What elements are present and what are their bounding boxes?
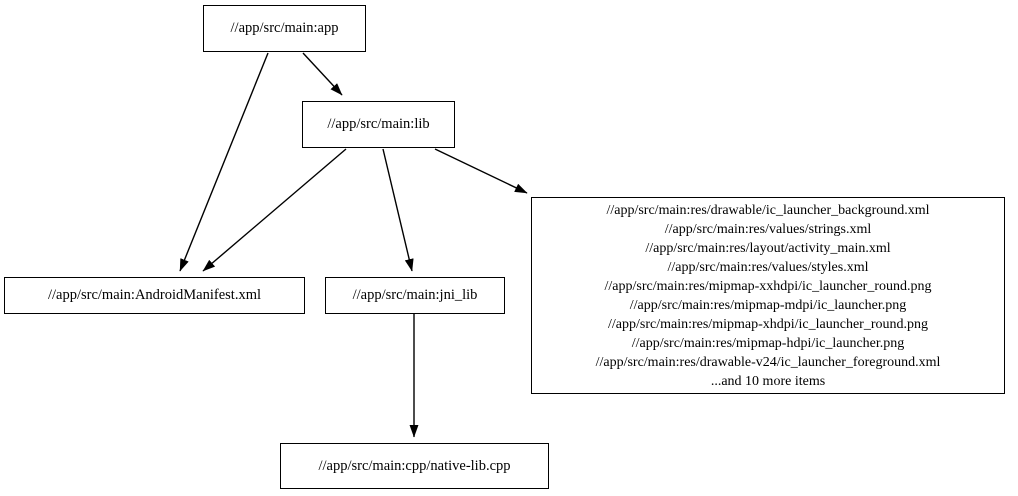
graph-node-jni_lib[interactable]: //app/src/main:jni_lib	[325, 277, 505, 314]
graph-edge-app-to-androidmanifest	[179, 52, 269, 272]
graph-node-label-lib: //app/src/main:lib	[327, 116, 430, 132]
graph-node-res_files[interactable]: //app/src/main:res/drawable/ic_launcher_…	[531, 197, 1005, 394]
graph-node-label-res_files: //app/src/main:res/drawable/ic_launcher_…	[595, 202, 941, 389]
graph-edge-app-to-lib	[302, 52, 343, 96]
graph-edge-lib-to-res-files	[434, 148, 528, 194]
graph-node-androidmanifest[interactable]: //app/src/main:AndroidManifest.xml	[4, 277, 305, 314]
graph-node-lib[interactable]: //app/src/main:lib	[302, 101, 455, 148]
graph-node-label-androidmanifest: //app/src/main:AndroidManifest.xml	[47, 287, 262, 303]
graph-node-label-native_lib_cpp: //app/src/main:cpp/native-lib.cpp	[318, 457, 511, 474]
graph-edge-lib-to-jni-lib	[382, 148, 414, 272]
graph-edge-lib-to-androidmanifest	[202, 148, 347, 272]
graph-node-label-app: //app/src/main:app	[230, 20, 339, 36]
graph-node-native_lib_cpp[interactable]: //app/src/main:cpp/native-lib.cpp	[280, 443, 549, 489]
graph-node-label-jni_lib: //app/src/main:jni_lib	[352, 287, 478, 303]
graph-node-app[interactable]: //app/src/main:app	[203, 5, 366, 52]
